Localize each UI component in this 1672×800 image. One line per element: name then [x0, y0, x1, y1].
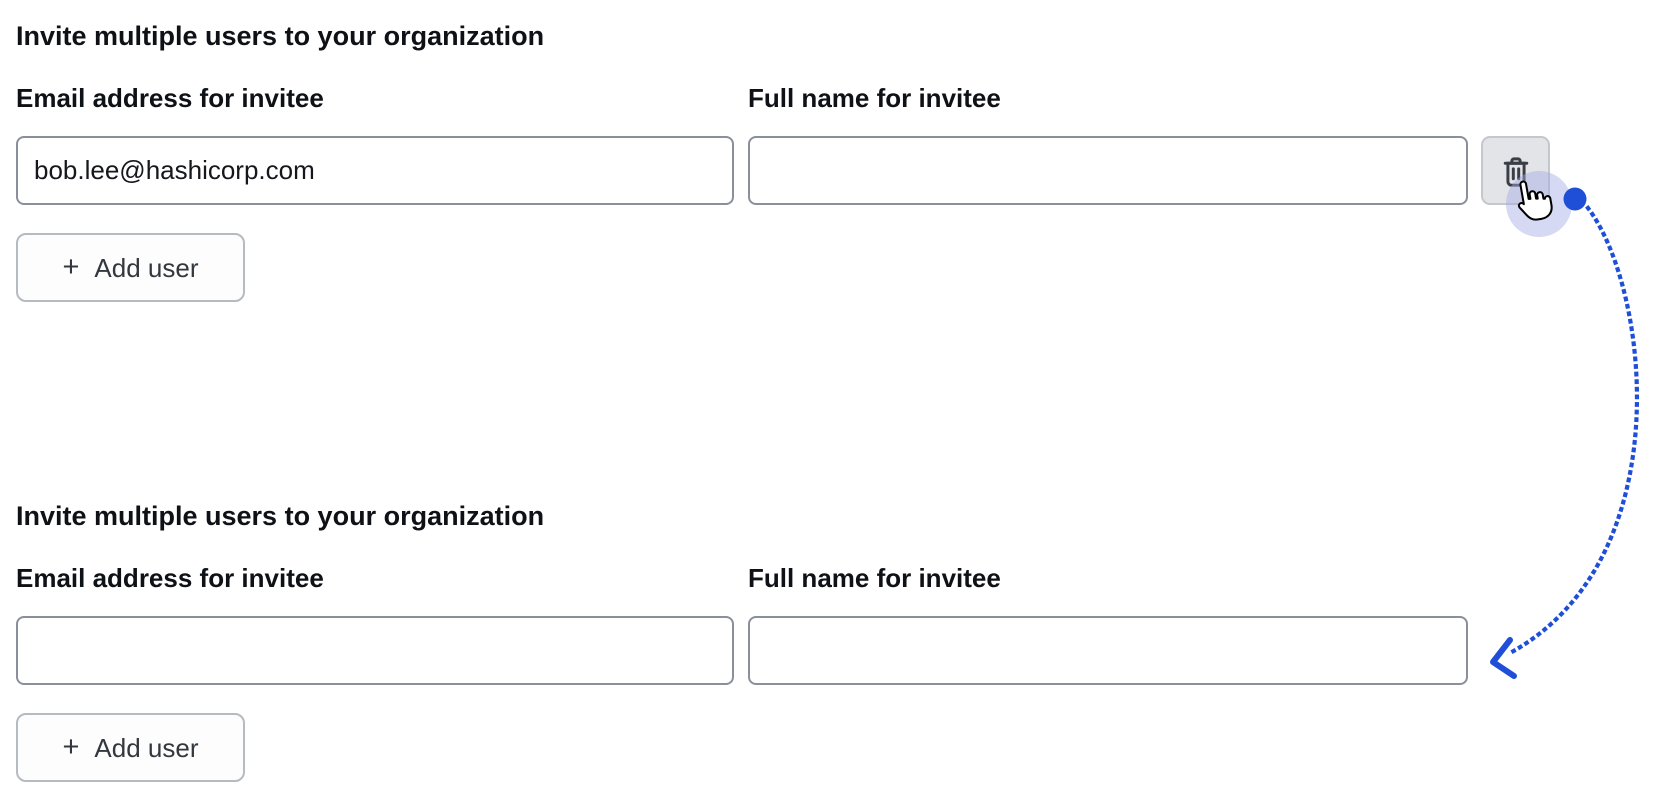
plus-icon: + — [62, 251, 80, 283]
trash-icon — [1503, 157, 1528, 187]
full-name-input[interactable] — [748, 136, 1468, 205]
section-heading: Invite multiple users to your organizati… — [16, 21, 545, 51]
plus-icon: + — [62, 731, 80, 763]
email-label: Email address for invitee — [16, 563, 324, 593]
delete-row-button[interactable] — [1481, 136, 1550, 205]
add-user-label: Add user — [94, 732, 199, 763]
invite-form-after: Invite multiple users to your organizati… — [0, 480, 1672, 800]
invite-form-before: Invite multiple users to your organizati… — [0, 0, 1672, 320]
full-name-input[interactable] — [748, 616, 1468, 685]
add-user-label: Add user — [94, 252, 199, 283]
add-user-button[interactable]: + Add user — [16, 233, 245, 302]
section-heading: Invite multiple users to your organizati… — [16, 501, 545, 531]
name-label: Full name for invitee — [748, 83, 1001, 113]
email-input[interactable] — [16, 616, 734, 685]
email-input[interactable] — [16, 136, 734, 205]
name-label: Full name for invitee — [748, 563, 1001, 593]
email-label: Email address for invitee — [16, 83, 324, 113]
add-user-button[interactable]: + Add user — [16, 713, 245, 782]
